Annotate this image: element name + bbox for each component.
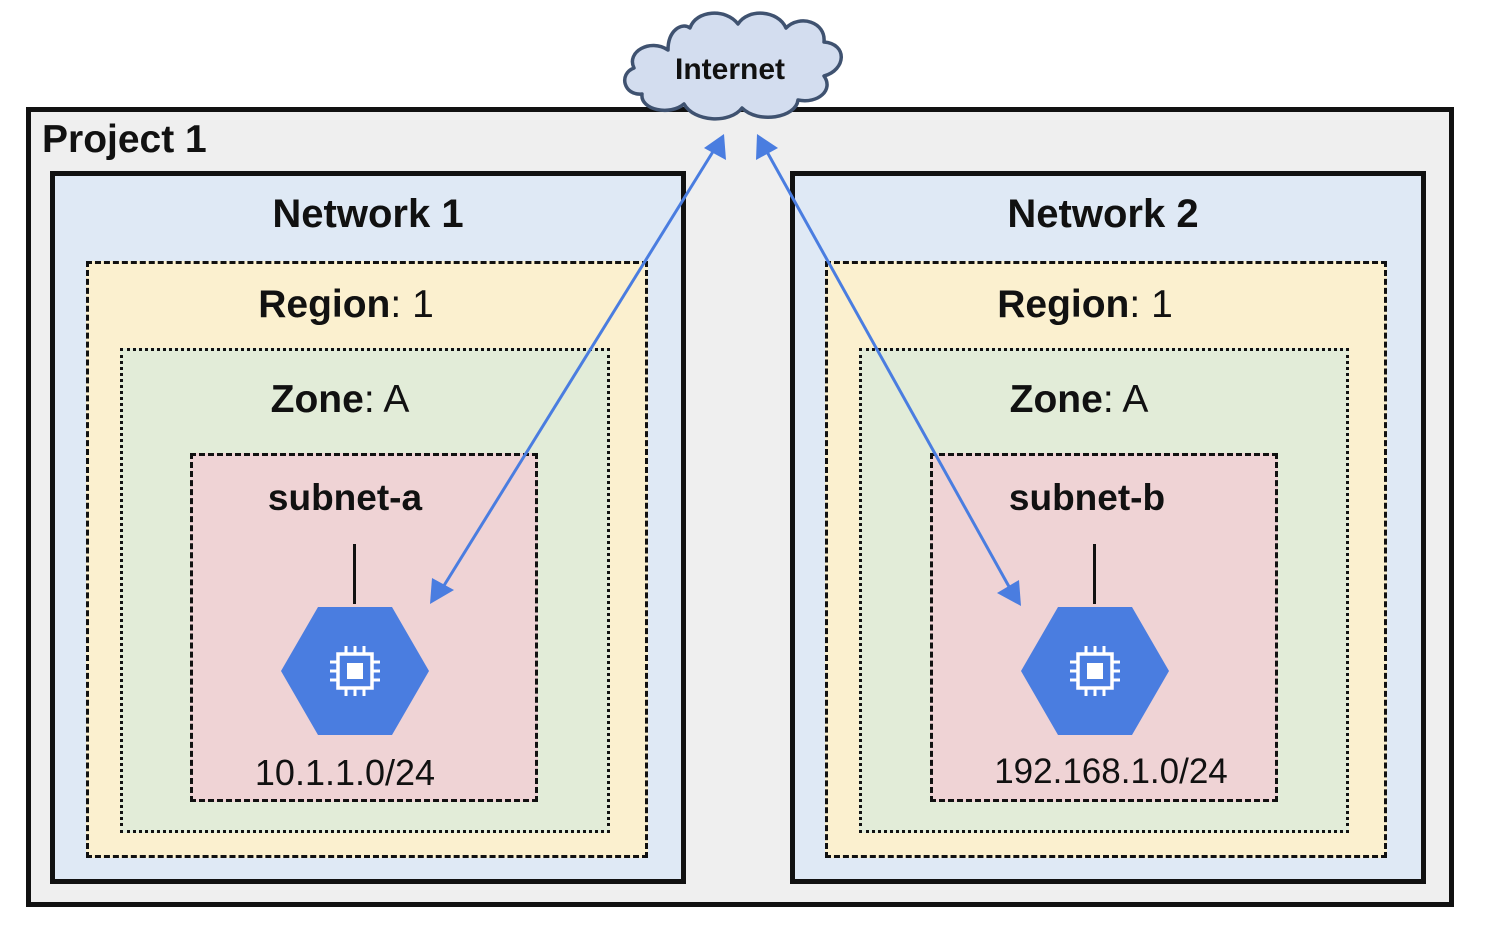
project-title: Project 1 [42, 118, 207, 161]
subnet-a-title: subnet-a [267, 477, 423, 518]
subnet-a-stem [353, 544, 356, 604]
subnet-b-stem [1093, 544, 1096, 604]
zone-sep: : [1102, 378, 1114, 421]
region-value: 1 [1140, 283, 1173, 326]
subnet-b-cidr: 192.168.1.0/24 [994, 752, 1228, 791]
region-key: Region [258, 283, 391, 326]
region-key: Region [997, 283, 1130, 326]
compute-engine-chip-icon [281, 607, 429, 735]
subnet-b-container [930, 453, 1278, 802]
zone-value: A [1113, 378, 1149, 421]
network-2-title: Network 2 [1007, 192, 1199, 236]
region-value: 1 [401, 283, 434, 326]
zone-sep: : [363, 378, 375, 421]
zone-value: A [374, 378, 410, 421]
subnet-a-cidr: 10.1.1.0/24 [254, 752, 436, 793]
region-sep: : [1129, 283, 1141, 326]
cloud-icon [623, 11, 843, 121]
arrow-internet-subnet-b [756, 134, 1021, 606]
arrow-internet-subnet-a [430, 134, 726, 604]
network-2-zone-label: Zone: A [859, 378, 1299, 422]
compute-engine-chip-icon [1021, 607, 1169, 735]
network-1-title: Network 1 [272, 192, 464, 236]
network-1-zone-label: Zone: A [120, 378, 560, 422]
zone-key: Zone [270, 378, 364, 421]
network-1-region-label: Region: 1 [86, 283, 606, 327]
zone-key: Zone [1009, 378, 1103, 421]
internet-label: Internet [675, 53, 785, 86]
network-2-region-label: Region: 1 [825, 283, 1345, 327]
subnet-b-title: subnet-b [1008, 477, 1166, 518]
region-sep: : [390, 283, 402, 326]
